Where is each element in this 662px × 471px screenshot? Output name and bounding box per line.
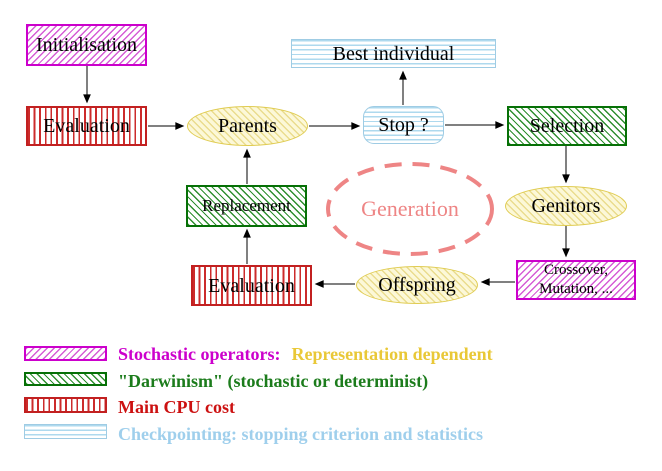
legend-label-representation-dependent: Representation dependent xyxy=(291,344,493,364)
crossover-label-line1: Crossover, xyxy=(544,262,608,279)
legend-label-main-cpu-cost: Main CPU cost xyxy=(118,397,235,417)
generation-text: Generation xyxy=(361,196,459,221)
stop-node: Stop ? xyxy=(363,106,444,144)
parents-label: Parents xyxy=(218,115,277,137)
evaluation-top-node: Evaluation xyxy=(26,106,147,146)
initialisation-node: Initialisation xyxy=(26,24,147,66)
offspring-node: Offspring xyxy=(356,266,478,304)
replacement-node: Replacement xyxy=(186,185,307,227)
genitors-node: Genitors xyxy=(505,186,627,226)
selection-label: Selection xyxy=(529,115,605,137)
legend-label-stochastic-operators: Stochastic operators: Representation depe… xyxy=(118,344,493,364)
parents-node: Parents xyxy=(187,106,308,146)
legend-swatch-main-cpu-cost xyxy=(24,397,107,413)
stop-label: Stop ? xyxy=(378,114,429,136)
replacement-label: Replacement xyxy=(202,195,291,215)
evaluation-bottom-label: Evaluation xyxy=(208,274,295,297)
legend-swatch-stochastic-operators xyxy=(24,346,107,361)
best-individual-node: Best individual xyxy=(291,39,496,68)
crossover-label-line2: Mutation, ... xyxy=(539,281,613,297)
legend-swatch-darwinism xyxy=(24,372,107,386)
genitors-label: Genitors xyxy=(531,195,601,217)
crossover-mutation-node: Crossover, Mutation, ... xyxy=(516,260,636,300)
legend-label-stochastic-operators-main: Stochastic operators: xyxy=(118,344,281,364)
legend-label-darwinism: "Darwinism" (stochastic or determinist) xyxy=(118,371,429,391)
evaluation-top-label: Evaluation xyxy=(43,115,130,137)
legend-swatch-checkpointing xyxy=(24,424,107,439)
legend-label-checkpointing: Checkpointing: stopping criterion and st… xyxy=(118,424,484,444)
selection-node: Selection xyxy=(507,106,627,146)
best-individual-label: Best individual xyxy=(332,42,455,65)
offspring-label: Offspring xyxy=(378,274,456,296)
initialisation-label: Initialisation xyxy=(35,34,138,56)
generation-label: Generation xyxy=(327,164,493,254)
evaluation-bottom-node: Evaluation xyxy=(191,265,312,306)
